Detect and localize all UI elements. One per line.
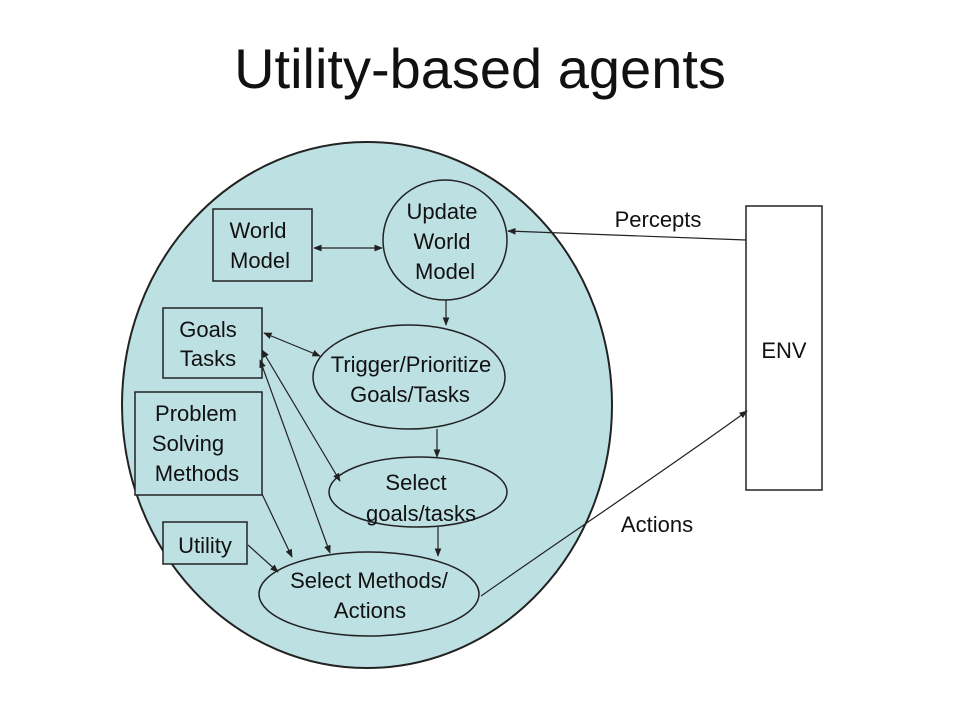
goals-tasks-box: Goals Tasks xyxy=(162,307,263,379)
utility-box: Utility xyxy=(162,521,248,565)
select-methods-node: Select Methods/ Actions xyxy=(258,551,480,637)
goals-tasks-label-line2: Tasks xyxy=(180,346,236,371)
select-goals-node: Select goals/tasks xyxy=(328,456,508,528)
trigger-prioritize-line1: Trigger/Prioritize xyxy=(331,352,492,377)
problem-solving-box: Problem Solving Methods xyxy=(134,391,263,496)
world-model-label-line2: Model xyxy=(230,248,290,273)
select-goals-line2: goals/tasks xyxy=(366,501,476,526)
problem-solving-label-line2: Solving xyxy=(152,431,224,456)
actions-arrow xyxy=(480,410,748,597)
arrows xyxy=(247,227,748,597)
percepts-label: Percepts xyxy=(615,207,702,232)
trigger-prioritize-line2: Goals/Tasks xyxy=(350,382,470,407)
problem-solving-label-line1: Problem xyxy=(155,401,237,426)
update-world-model-line1: Update xyxy=(407,199,478,224)
page-title: Utility-based agents xyxy=(234,37,726,100)
world-model-label-line1: World xyxy=(229,218,286,243)
utility-methods-arrow xyxy=(247,544,279,573)
trigger-prioritize-node: Trigger/Prioritize Goals/Tasks xyxy=(312,324,506,430)
env-box: ENV xyxy=(745,205,823,491)
select-methods-line2: Actions xyxy=(334,598,406,623)
goals-tasks-label-line1: Goals xyxy=(179,317,236,342)
problem-solving-label-line3: Methods xyxy=(155,461,239,486)
select-goals-line1: Select xyxy=(385,470,446,495)
problem-solving-methods-arrow xyxy=(261,493,293,558)
update-world-model-line2: World xyxy=(413,229,470,254)
utility-label: Utility xyxy=(178,533,232,558)
update-world-model-line3: Model xyxy=(415,259,475,284)
select-methods-line1: Select Methods/ xyxy=(290,568,449,593)
env-label: ENV xyxy=(761,338,807,363)
world-model-box: World Model xyxy=(212,208,313,282)
goals-select-methods-arrow xyxy=(259,359,331,554)
actions-label: Actions xyxy=(621,512,693,537)
percepts-arrow xyxy=(507,227,747,241)
update-world-model-node: Update World Model xyxy=(382,179,508,301)
